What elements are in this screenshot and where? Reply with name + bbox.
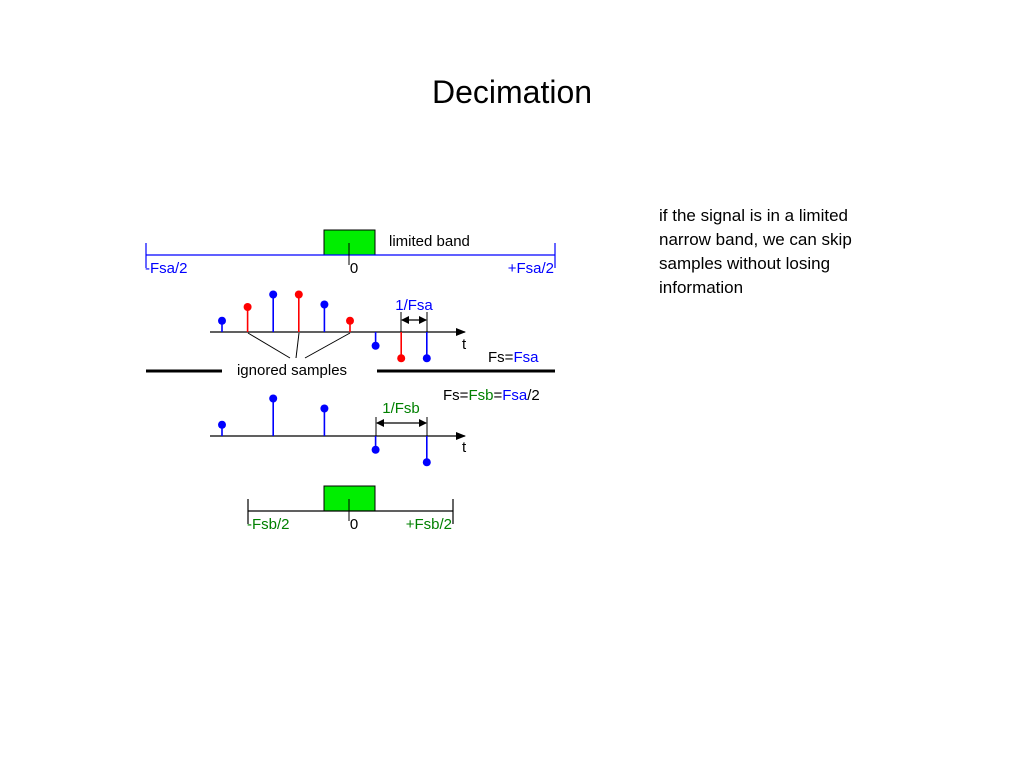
sample-point — [397, 354, 406, 363]
sample-point — [422, 458, 431, 467]
page-title: Decimation — [431, 74, 593, 110]
sample-point — [320, 300, 329, 309]
sample-point — [346, 316, 354, 325]
sampling-a: 1/Fsa t Fs=Fsa — [210, 290, 539, 366]
ignored-samples-label: ignored samples — [237, 362, 347, 379]
sampling-b: Fs=Fsb=Fsa/2 1/Fsb t — [210, 387, 540, 467]
sample-point — [294, 290, 303, 299]
spectrum-b: -Fsb/2 0 +Fsb/2 — [247, 485, 454, 533]
time-axis-a-label: t — [462, 336, 467, 353]
sample-point — [218, 316, 226, 325]
band-label: limited band — [389, 233, 470, 250]
sample-point — [218, 420, 226, 429]
callout-line-1 — [247, 332, 291, 359]
period-b-label: 1/Fsb — [382, 400, 420, 417]
stems-a — [218, 290, 431, 363]
sample-point — [371, 341, 380, 350]
sample-point — [320, 404, 329, 413]
spectrum-a-left-label: -Fsa/2 — [145, 260, 188, 277]
period-a-label: 1/Fsa — [395, 297, 433, 314]
spectrum-a-right-label: +Fsa/2 — [508, 260, 554, 277]
spectrum-b-right-label: +Fsb/2 — [406, 516, 452, 533]
ignored-samples-callout: ignored samples — [146, 332, 555, 379]
rate-a-label: Fs=Fsa — [488, 349, 539, 366]
sample-point — [371, 445, 380, 454]
spectrum-a: limited band -Fsa/2 0 +Fsa/2 — [145, 229, 556, 277]
callout-line-3 — [304, 332, 351, 359]
time-axis-b-label: t — [462, 439, 467, 456]
stems-b — [218, 394, 431, 467]
sample-point — [269, 394, 278, 403]
spectrum-a-center-label: 0 — [350, 260, 358, 277]
explanation-text: if the signal is in a limited narrow ban… — [659, 206, 852, 297]
sample-point — [422, 354, 431, 363]
sample-point — [243, 303, 252, 311]
spectrum-b-left-label: -Fsb/2 — [247, 516, 290, 533]
sample-point — [269, 290, 278, 299]
callout-line-2 — [295, 332, 300, 359]
rate-b-label: Fs=Fsb=Fsa/2 — [443, 387, 540, 404]
spectrum-b-center-label: 0 — [350, 516, 358, 533]
